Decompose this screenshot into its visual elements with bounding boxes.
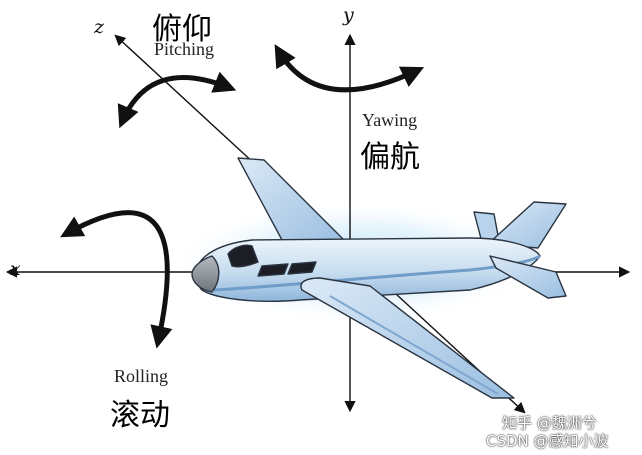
zhihu-watermark: 知乎 @魏洲兮 (502, 414, 597, 432)
yaw-rotation-arrow (274, 44, 425, 93)
cabin-window (287, 261, 317, 275)
lower-stabilizer (489, 255, 567, 299)
roll-label-zh: 滚动 (110, 398, 170, 433)
pitch-label-en: Pitching (154, 39, 215, 59)
x-axis-label: x (10, 258, 21, 280)
csdn-watermark: CSDN @感知小波 (486, 432, 609, 450)
cockpit-window (227, 244, 259, 268)
airplane-illustration (191, 157, 567, 399)
cabin-window (257, 263, 289, 277)
wing-flap-line (329, 295, 499, 395)
z-axis-label: z (94, 16, 105, 38)
roll-label-en: Rolling (114, 366, 169, 386)
pitch-rotation-arrow (117, 71, 237, 129)
nose-cone (191, 255, 220, 293)
yaw-label-en: Yawing (362, 110, 418, 130)
near-wing (300, 277, 515, 399)
pitch-label-zh: 俯仰 (152, 12, 212, 47)
yaw-label-zh: 偏航 (360, 140, 420, 175)
y-axis-label: y (343, 4, 354, 26)
roll-rotation-arrow (60, 210, 173, 349)
